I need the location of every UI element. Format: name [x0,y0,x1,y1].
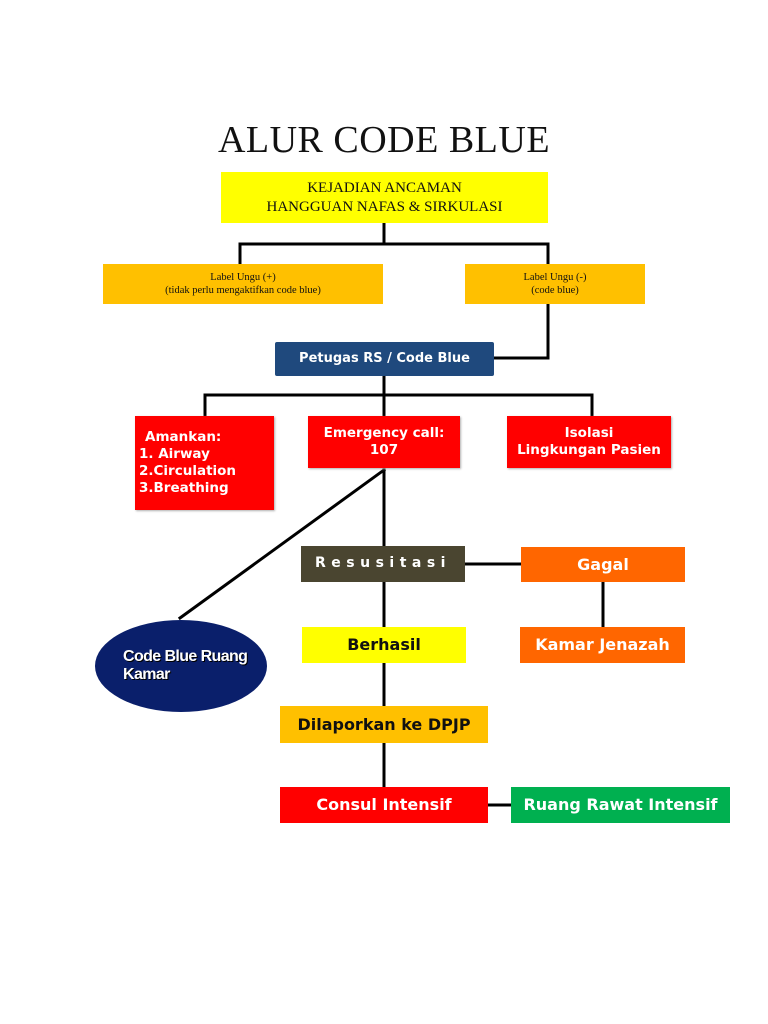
emergency-line-1: Emergency call: [323,425,445,442]
gagal-box: Gagal [521,547,685,582]
label-plus-line-2: (tidak perlu mengaktifkan code blue) [165,285,321,296]
isolasi-line-1: Isolasi [564,425,614,442]
ruang-rawat-intensif-box: Ruang Rawat Intensif [511,787,730,823]
emergency-number: 107 [369,442,399,458]
label-minus-line-1: Label Ungu (-) [523,271,587,283]
kamar-jenazah-box: Kamar Jenazah [520,627,685,663]
isolasi-box: Isolasi Lingkungan Pasien [507,416,671,468]
ellipse-line-1: Code Blue Ruang [123,648,248,666]
dilaporkan-box: Dilaporkan ke DPJP [280,706,488,743]
resusitasi-box: Resusitasi [301,546,465,582]
ellipse-line-2: Kamar [123,666,170,683]
label-minus-line-2: (code blue) [531,285,579,296]
label-plus-line-1: Label Ungu (+) [210,271,276,283]
kamar-jenazah-label: Kamar Jenazah [535,635,670,654]
berhasil-box: Berhasil [302,627,466,663]
amankan-item-breathing: 3.Breathing [139,479,229,496]
incident-line-2: HANGGUAN NAFAS & SIRKULASI [266,198,503,215]
petugas-label: Petugas RS / Code Blue [299,350,470,366]
incident-line-1: KEJADIAN ANCAMAN [307,179,462,196]
incident-box: KEJADIAN ANCAMAN HANGGUAN NAFAS & SIRKUL… [221,172,548,223]
label-minus-box: Label Ungu (-) (code blue) [465,264,645,304]
petugas-box: Petugas RS / Code Blue [275,342,494,376]
berhasil-label: Berhasil [347,635,421,654]
isolasi-line-2: Lingkungan Pasien [517,442,661,458]
connector-emergency-to-ellipse [177,467,387,621]
resusitasi-label: Resusitasi [315,555,451,572]
consul-intensif-label: Consul Intensif [316,795,452,814]
label-plus-box: Label Ungu (+) (tidak perlu mengaktifkan… [103,264,383,304]
page-title: ALUR CODE BLUE [217,119,551,161]
ruang-rawat-intensif-label: Ruang Rawat Intensif [523,795,718,814]
dilaporkan-label: Dilaporkan ke DPJP [297,714,471,734]
gagal-label: Gagal [577,554,629,574]
amankan-item-circulation: 2.Circulation [139,463,237,479]
amankan-heading: Amankan: [145,429,222,446]
code-blue-ruang-ellipse: Code Blue Ruang Kamar [95,620,267,712]
emergency-call-box: Emergency call: 107 [308,416,460,468]
amankan-box: Amankan: 1. Airway 2.Circulation 3.Breat… [135,416,274,510]
connector-minus-to-petugas [492,302,550,360]
amankan-item-airway: 1. Airway [139,446,210,463]
consul-intensif-box: Consul Intensif [280,787,488,823]
